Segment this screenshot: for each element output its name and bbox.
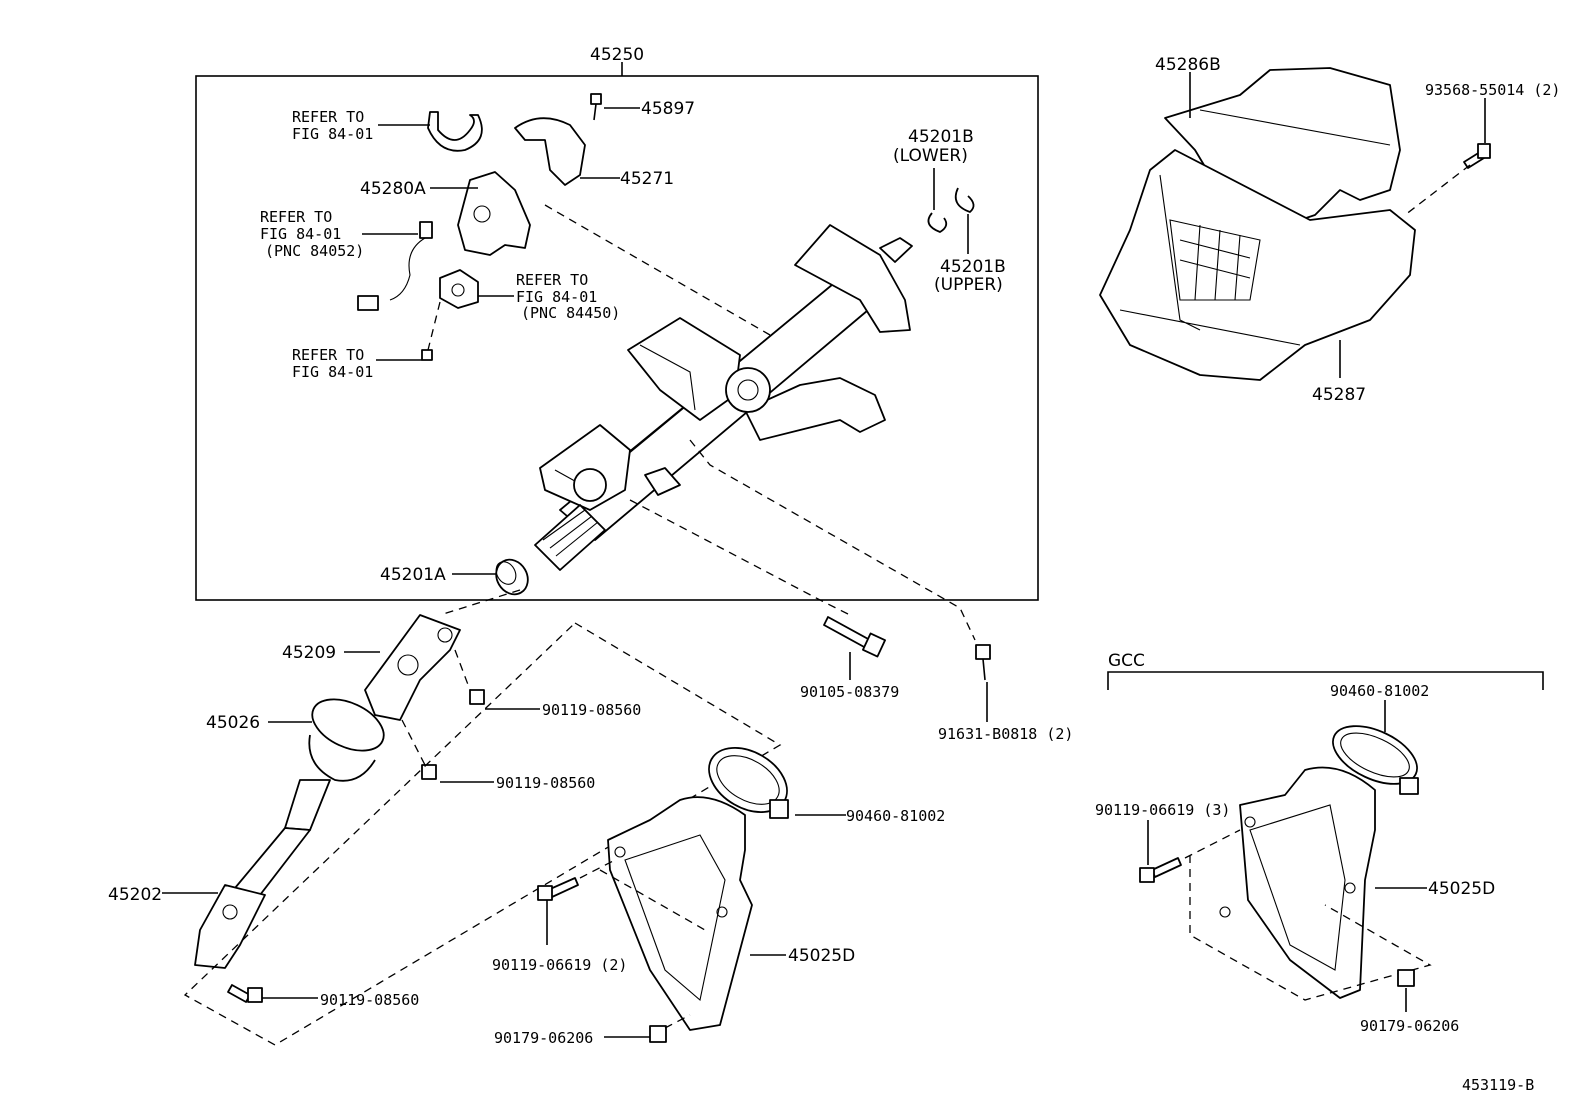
label-45025D-b: 45025D <box>1428 879 1495 899</box>
nut-90179-06206-b-shape <box>1397 969 1415 987</box>
bolt-90119-06619-a-shape <box>537 859 706 931</box>
bolt-90119-06619-b-shape <box>1139 829 1432 1001</box>
label-90119-08560-b: 90119-08560 <box>496 774 595 792</box>
gcc-bracket <box>1107 671 1544 690</box>
label-gcc: GCC <box>1108 651 1145 671</box>
ref2-line1: REFER TO <box>260 208 332 226</box>
label-90179-06206-a: 90179-06206 <box>494 1029 593 1047</box>
label-45271: 45271 <box>620 169 674 189</box>
label-90105-08379: 90105-08379 <box>800 683 899 701</box>
nut-90179-06206-a-shape <box>649 1014 691 1043</box>
screw-ref4-shape <box>421 301 441 361</box>
ref3-line1: REFER TO <box>516 271 588 289</box>
switch-ref3-shape <box>439 269 479 309</box>
ref2-line2: FIG 84-01 <box>260 225 341 243</box>
screw-45897-shape <box>590 93 602 121</box>
cover-45287-shape <box>1099 149 1416 381</box>
clamp-45271-shape <box>514 117 586 186</box>
cover-45025D-a-shape <box>607 796 753 1031</box>
ref2-line3: (PNC 84052) <box>265 242 364 260</box>
label-upper: (UPPER) <box>934 275 1003 295</box>
ref3-line3: (PNC 84450) <box>521 304 620 322</box>
clamp-90460-81002-b-shape <box>1332 725 1419 795</box>
label-45250: 45250 <box>590 45 644 65</box>
label-90460-81002-a: 90460-81002 <box>846 807 945 825</box>
label-90119-06619-b: 90119-06619 (3) <box>1095 801 1230 819</box>
label-90119-08560-a: 90119-08560 <box>542 701 641 719</box>
band-ref1-shape <box>427 111 483 152</box>
label-45280A: 45280A <box>360 179 426 199</box>
bolt-90105-08379-shape <box>823 616 886 658</box>
label-45201B-lower: 45201B <box>908 127 974 147</box>
label-45026: 45026 <box>206 713 260 733</box>
label-lower: (LOWER) <box>893 146 968 166</box>
bolt-91631-B0818-shape <box>975 644 991 681</box>
label-45209: 45209 <box>282 643 336 663</box>
joint-45209-shape <box>364 614 461 721</box>
bolt-90119-08560-c-shape <box>227 984 263 1003</box>
housing-45280A-shape <box>457 171 531 256</box>
boot-45026-shape <box>308 698 385 782</box>
shaft-45202-shape <box>194 779 331 969</box>
label-90179-06206-b: 90179-06206 <box>1360 1017 1459 1035</box>
label-45897: 45897 <box>641 99 695 119</box>
ref4-line2: FIG 84-01 <box>292 363 373 381</box>
label-45025D-a: 45025D <box>788 946 855 966</box>
label-45201A: 45201A <box>380 565 446 585</box>
sensor-ref2-shape <box>357 221 433 311</box>
bolt-90119-08560-b-shape <box>401 719 437 780</box>
label-91631-B0818: 91631-B0818 (2) <box>938 725 1073 743</box>
ref1-line2: FIG 84-01 <box>292 125 373 143</box>
ref3-line2: FIG 84-01 <box>516 288 597 306</box>
bearing-45201A-shape <box>495 558 529 596</box>
steering-column-shape <box>534 224 913 571</box>
screw-93568-55014-shape <box>1404 143 1491 216</box>
label-90119-08560-c: 90119-08560 <box>320 991 419 1009</box>
cover-45025D-b-shape <box>1219 766 1376 999</box>
bolt-90119-08560-a-shape <box>454 649 485 705</box>
ref4-line1: REFER TO <box>292 346 364 364</box>
label-90460-81002-b: 90460-81002 <box>1330 682 1429 700</box>
ref1-line1: REFER TO <box>292 108 364 126</box>
label-45286B: 45286B <box>1155 55 1221 75</box>
clamp-90460-81002-a-shape <box>708 747 789 819</box>
assembly-frame <box>195 75 1039 601</box>
diagram-id: 453119-B <box>1462 1076 1534 1094</box>
label-45202: 45202 <box>108 885 162 905</box>
label-45287: 45287 <box>1312 385 1366 405</box>
label-93568-55014: 93568-55014 (2) <box>1425 81 1560 99</box>
label-90119-06619-a: 90119-06619 (2) <box>492 956 627 974</box>
rings-45201B-shape <box>927 187 975 233</box>
label-45201B-upper: 45201B <box>940 257 1006 277</box>
